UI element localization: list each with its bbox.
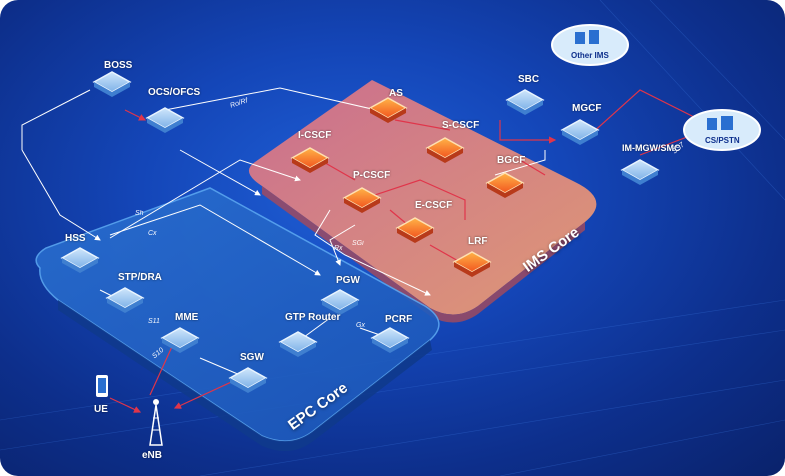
pgw-node-icon xyxy=(320,289,360,315)
sbc-label: SBC xyxy=(518,74,540,85)
rx-label: Rx xyxy=(334,245,343,252)
ims-core-zone xyxy=(248,80,597,315)
stp-label: STP/DRA xyxy=(118,272,162,283)
bgcf-label: BGCF xyxy=(497,155,526,166)
mme-node-icon xyxy=(160,327,200,353)
mgcf-label: MGCF xyxy=(572,103,602,114)
ocs-node-icon xyxy=(145,107,185,133)
cx-label: Cx xyxy=(148,230,157,237)
hss-label: HSS xyxy=(65,233,86,244)
gtp-label: GTP Router xyxy=(285,312,341,323)
sgw-node-icon xyxy=(228,367,268,393)
pcrf-label: PCRF xyxy=(385,314,413,325)
lrf-node-icon xyxy=(452,251,492,277)
ecscf-label: E-CSCF xyxy=(415,200,453,211)
stp-node-icon xyxy=(105,287,145,313)
as-label: AS xyxy=(389,88,403,99)
orange-node-boxes xyxy=(290,97,525,277)
icscf-label: I-CSCF xyxy=(298,130,332,141)
scscf-label: S-CSCF xyxy=(442,120,480,131)
other-ims-label: Other IMS xyxy=(571,51,609,60)
mgcf-node-icon xyxy=(560,119,600,145)
hss-node-icon xyxy=(60,247,100,273)
boss-label: BOSS xyxy=(104,60,133,71)
lrf-label: LRF xyxy=(468,236,488,247)
immgw-label: IM-MGW/SMC xyxy=(622,143,681,153)
cs-pstn-label: CS/PSTN xyxy=(705,136,740,145)
scscf-node-icon xyxy=(425,137,465,163)
gtp-node-icon xyxy=(278,331,318,357)
ue-label: UE xyxy=(94,404,108,415)
as-node-icon xyxy=(368,97,408,123)
bgcf-node-icon xyxy=(485,172,525,198)
enb-label: eNB xyxy=(142,450,163,461)
ocs-label: OCS/OFCS xyxy=(148,87,201,98)
gx-label: Gx xyxy=(356,322,365,329)
pcrf-node-icon xyxy=(370,327,410,353)
mme-label: MME xyxy=(175,312,199,323)
enb-tower-icon xyxy=(149,399,163,446)
icscf-node-icon xyxy=(290,147,330,173)
other-ims-cloud-icon xyxy=(551,24,629,66)
pgw-label: PGW xyxy=(336,275,360,286)
sgi-label: SGi xyxy=(352,240,364,247)
sgw-label: SGW xyxy=(240,352,264,363)
sbc-node-icon xyxy=(505,89,545,115)
sh-label: Sh xyxy=(135,210,144,217)
blue-node-boxes xyxy=(60,71,660,393)
s11-label: S11 xyxy=(148,318,160,325)
boss-node-icon xyxy=(92,71,132,97)
white-links xyxy=(21,87,546,376)
pcscf-node-icon xyxy=(342,187,382,213)
ecscf-node-icon xyxy=(395,217,435,243)
pcscf-label: P-CSCF xyxy=(353,170,391,181)
red-links xyxy=(109,89,702,413)
immgw-node-icon xyxy=(620,159,660,185)
